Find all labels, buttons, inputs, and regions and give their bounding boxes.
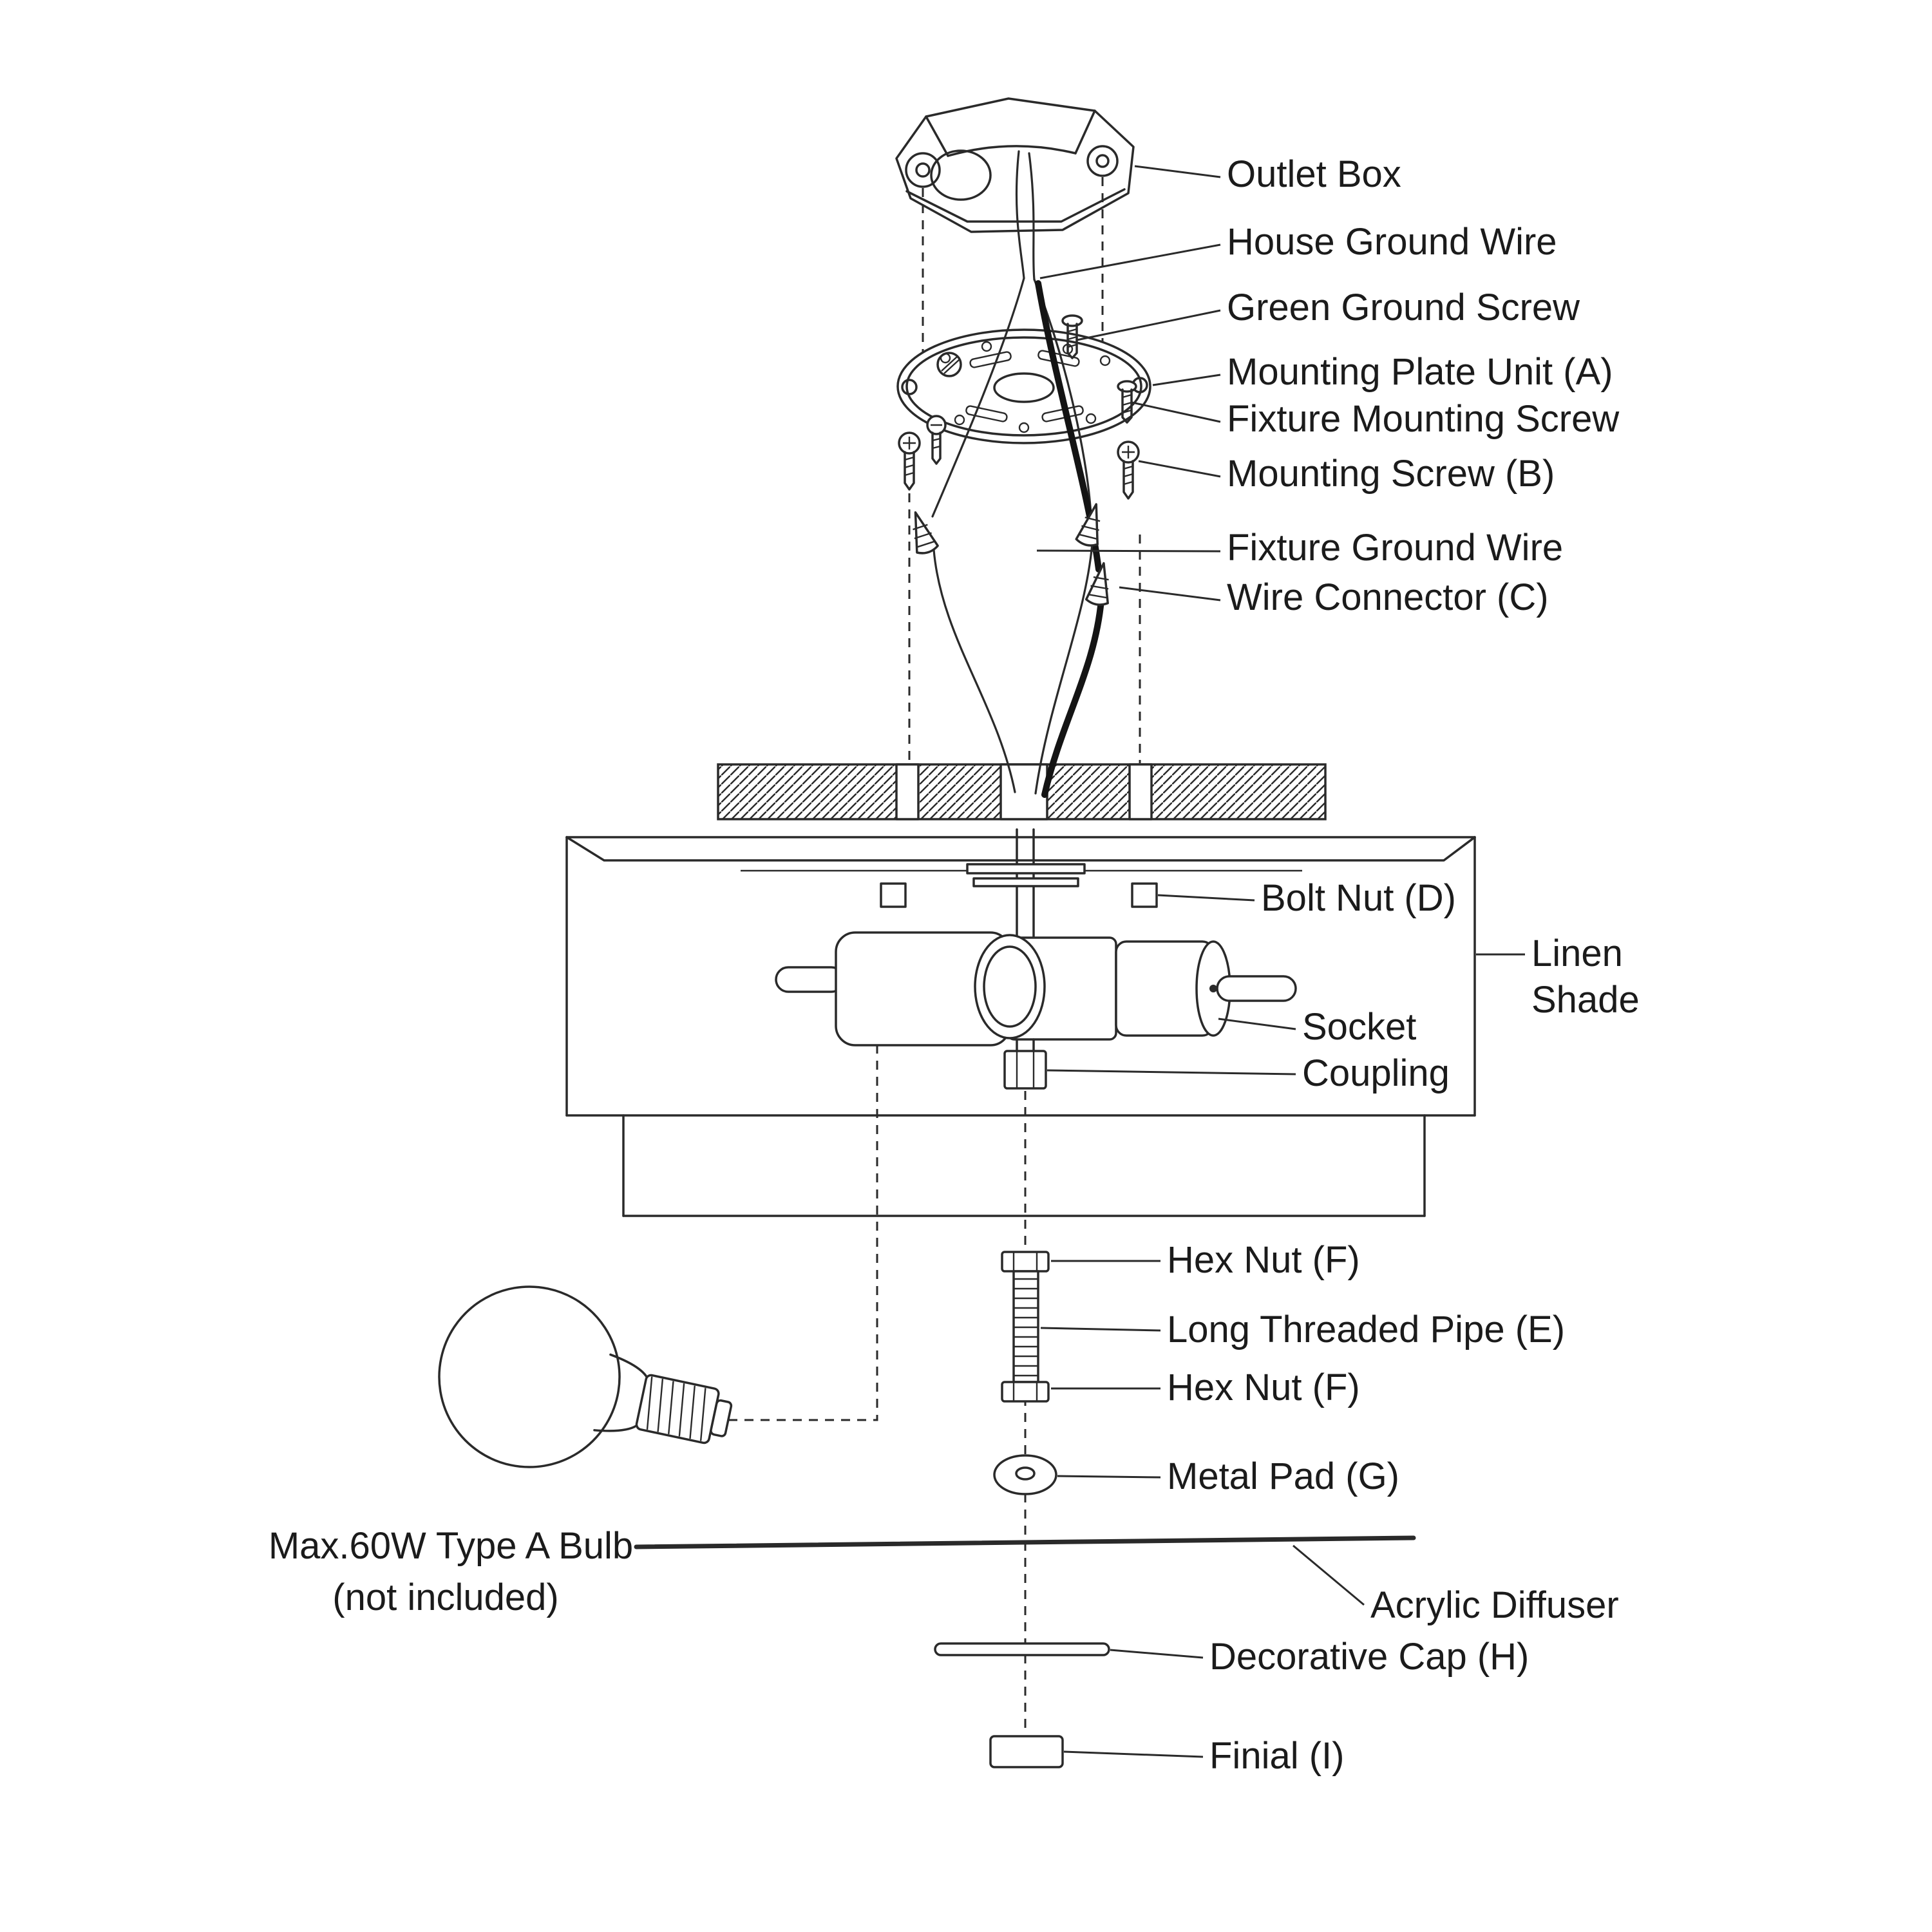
ground-screw-head — [936, 352, 962, 377]
label-fixture-mounting-screw: Fixture Mounting Screw — [1227, 398, 1620, 440]
label-mounting-screw: Mounting Screw (B) — [1227, 453, 1555, 495]
label-long-threaded-pipe: Long Threaded Pipe (E) — [1167, 1309, 1565, 1350]
label-coupling: Coupling — [1302, 1052, 1450, 1094]
socket-assembly-drawing — [775, 931, 1297, 1052]
coupling-drawing — [1003, 1050, 1047, 1090]
wires-drawing — [931, 150, 1104, 798]
labels: Outlet Box House Ground Wire Green Groun… — [269, 153, 1640, 1777]
label-fixture-ground-wire: Fixture Ground Wire — [1227, 527, 1563, 569]
acrylic-diffuser-drawing — [634, 1535, 1416, 1549]
hex-nut-lower-drawing — [1001, 1381, 1050, 1403]
label-linen-shade-line1: Linen — [1531, 933, 1623, 974]
bulb-drawing — [438, 1285, 733, 1468]
label-decorative-cap: Decorative Cap (H) — [1209, 1636, 1529, 1678]
decorative-cap-drawing — [934, 1642, 1110, 1656]
mounting-screw-right-drawing — [1117, 440, 1140, 500]
outlet-box-drawing — [895, 97, 1135, 233]
mounting-screw-left2-drawing — [926, 415, 947, 465]
label-bulb-note-line2: (not included) — [332, 1577, 558, 1618]
green-ground-screw-drawing — [1061, 314, 1083, 359]
center-pipe-drawing — [966, 828, 1086, 939]
label-bulb-note-line1: Max.60W Type A Bulb — [269, 1525, 633, 1567]
label-wire-connector: Wire Connector (C) — [1227, 576, 1549, 618]
finial-drawing — [989, 1735, 1064, 1768]
threaded-pipe-drawing — [1012, 1270, 1039, 1383]
label-metal-pad: Metal Pad (G) — [1167, 1455, 1399, 1497]
label-hex-nut-lower: Hex Nut (F) — [1167, 1367, 1360, 1408]
label-socket: Socket — [1302, 1006, 1416, 1048]
fixture-mounting-screw-drawing — [1117, 380, 1137, 424]
bolt-nut-left — [880, 882, 907, 908]
metal-pad-drawing — [993, 1454, 1057, 1495]
label-acrylic-diffuser: Acrylic Diffuser — [1370, 1584, 1619, 1626]
wire-connector-right-upper — [1075, 503, 1101, 547]
label-mounting-plate-unit: Mounting Plate Unit (A) — [1227, 351, 1613, 393]
leader-lines — [1036, 165, 1525, 1758]
label-hex-nut-upper: Hex Nut (F) — [1167, 1239, 1360, 1281]
canopy-drawing — [717, 763, 1327, 820]
label-finial: Finial (I) — [1209, 1735, 1344, 1777]
bulb-socket-guide — [728, 987, 878, 1421]
label-bolt-nut: Bolt Nut (D) — [1261, 877, 1456, 919]
label-green-ground-screw: Green Ground Screw — [1227, 287, 1580, 328]
wire-connector-right-lower — [1084, 562, 1109, 606]
wire-connector-left — [913, 511, 939, 554]
shade-drawing — [565, 836, 1476, 1217]
label-linen-shade-line2: Shade — [1531, 979, 1640, 1021]
label-house-ground-wire: House Ground Wire — [1227, 221, 1557, 263]
bolt-nut-right — [1131, 882, 1158, 908]
hex-nut-upper-drawing — [1001, 1251, 1050, 1273]
mounting-screw-left-drawing — [898, 431, 921, 491]
mounting-plate-drawing — [896, 328, 1151, 444]
label-outlet-box: Outlet Box — [1227, 153, 1401, 195]
